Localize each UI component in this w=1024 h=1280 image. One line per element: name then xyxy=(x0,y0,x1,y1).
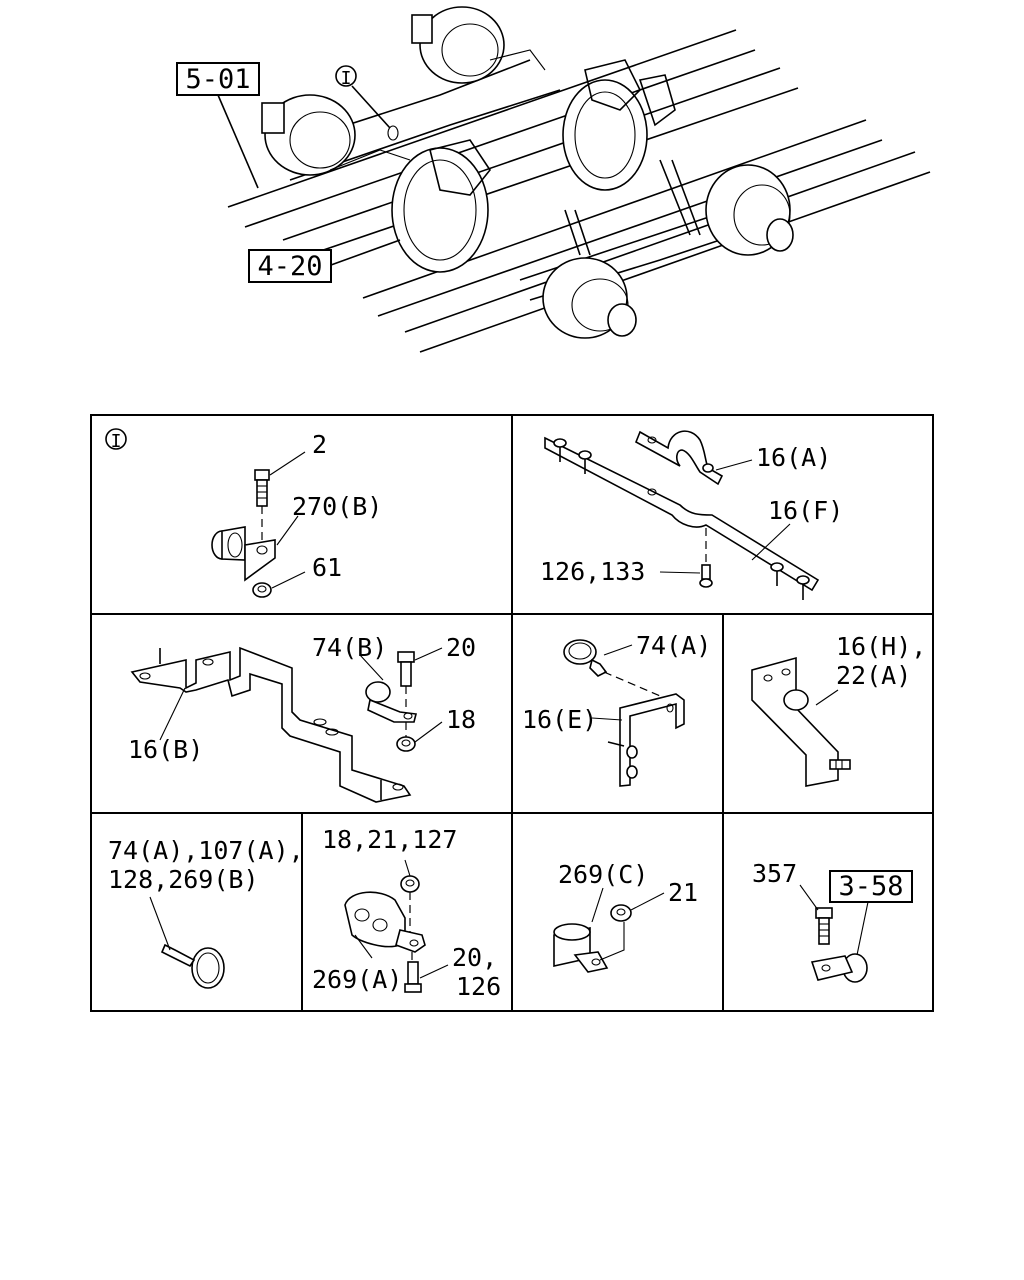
label-61: 61 xyxy=(312,553,342,582)
cell-16h-22a: 16(H), 22(A) xyxy=(751,632,926,787)
axle-assembly-illustration xyxy=(227,6,931,353)
label-126-cell7: 126 xyxy=(456,972,501,1001)
label-269a: 269(A) xyxy=(312,965,402,994)
cell-16e: 74(A) 16(E) xyxy=(522,631,711,787)
label-270b: 270(B) xyxy=(292,492,382,521)
bolt-2[interactable] xyxy=(254,469,270,507)
cell-detail-i: I 2 270(B) 61 xyxy=(105,428,382,598)
nut-18[interactable] xyxy=(396,722,416,752)
clamp-74b[interactable] xyxy=(365,681,417,723)
bolt-126-133[interactable] xyxy=(699,528,713,588)
detail-marker-i-label: I xyxy=(341,68,352,89)
ref-3-58-label: 3-58 xyxy=(838,871,903,902)
label-16h: 16(H), xyxy=(836,632,926,661)
ref-4-20-label: 4-20 xyxy=(257,251,322,282)
ref-3-58[interactable]: 3-58 xyxy=(829,870,913,903)
bracket-16f[interactable] xyxy=(544,436,820,600)
label-357: 357 xyxy=(752,859,797,888)
bracket-16h[interactable] xyxy=(751,656,839,787)
label-16e: 16(E) xyxy=(522,705,597,734)
label-2: 2 xyxy=(312,430,327,459)
clamp-16a[interactable] xyxy=(634,430,724,486)
clamp-74a[interactable] xyxy=(563,639,608,677)
clamp-269a[interactable] xyxy=(344,891,426,953)
clamp-3-58[interactable] xyxy=(810,953,868,983)
label-74a-cell4: 74(A) xyxy=(636,631,711,660)
label-18: 18 xyxy=(446,705,476,734)
label-16b: 16(B) xyxy=(128,735,203,764)
bolt-357[interactable] xyxy=(815,907,833,945)
hub-rear-left xyxy=(542,257,637,339)
label-126-133: 126,133 xyxy=(540,557,645,586)
label-16f: 16(F) xyxy=(768,496,843,525)
label-269c: 269(C) xyxy=(558,860,648,889)
bracket-16b[interactable] xyxy=(130,646,412,803)
label-18-21-127: 18,21,127 xyxy=(322,825,457,854)
clamp-band-269b[interactable] xyxy=(160,943,225,989)
ref-4-20[interactable]: 4-20 xyxy=(248,249,332,283)
label-22a: 22(A) xyxy=(836,661,911,690)
label-20: 20 xyxy=(446,633,476,662)
cell-269c: 269(C) 21 xyxy=(553,860,698,973)
nut-18-21-127[interactable] xyxy=(400,875,420,893)
label-20-cell7: 20, xyxy=(452,943,497,972)
cell-269a: 18,21,127 269(A) 20, 126 xyxy=(312,825,501,1001)
label-128-269b: 128,269(B) xyxy=(108,865,259,894)
hub-front-right xyxy=(411,6,505,84)
hub-rear-right xyxy=(705,164,794,256)
cell-16b: 74(B) 20 18 16(B) xyxy=(128,633,476,803)
detail-marker-i[interactable]: I xyxy=(335,65,357,89)
cell-detail-i-marker: I xyxy=(111,431,122,452)
parts-grid xyxy=(90,414,934,1012)
cell-74a-107a: 74(A),107(A), 128,269(B) xyxy=(108,836,304,989)
hub-front-left xyxy=(261,94,356,176)
clamp-270b[interactable] xyxy=(211,526,276,582)
bracket-16e[interactable] xyxy=(607,693,685,787)
ref-5-01[interactable]: 5-01 xyxy=(176,62,260,96)
nut-61[interactable] xyxy=(252,582,272,598)
stud-22a[interactable] xyxy=(829,759,851,770)
cell-16a-16f: 16(A) 16(F) 126,133 xyxy=(540,430,843,600)
label-74b: 74(B) xyxy=(312,633,387,662)
clamp-269c[interactable] xyxy=(553,923,609,973)
ref-5-01-label: 5-01 xyxy=(185,64,250,95)
bolt-20[interactable] xyxy=(397,651,415,712)
nut-21[interactable] xyxy=(610,904,632,922)
label-74a-line1: 74(A),107(A), xyxy=(108,836,304,865)
bolt-20-126[interactable] xyxy=(404,961,422,993)
cell-357: 357 3-58 xyxy=(752,859,913,983)
label-21-cell8: 21 xyxy=(668,878,698,907)
label-16a: 16(A) xyxy=(756,443,831,472)
